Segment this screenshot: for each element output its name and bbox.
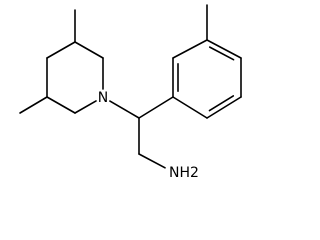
bond-p6-p1 bbox=[46, 41, 76, 59]
bond-p4-p5 bbox=[46, 96, 76, 114]
bond-n-p4 bbox=[74, 100, 97, 114]
bond-ch-a1 bbox=[138, 96, 174, 119]
bond-ch2-nh2 bbox=[138, 153, 166, 169]
bond-a6-a1 bbox=[172, 96, 208, 119]
bond-a5-a6-inner bbox=[208, 95, 235, 112]
bond-n-ch bbox=[109, 100, 140, 119]
label-layer: N NH2 bbox=[98, 90, 199, 181]
bond-a3-a4 bbox=[206, 39, 242, 59]
atom-label-n: N bbox=[98, 90, 108, 106]
atom-label-nh2: NH2 bbox=[169, 165, 199, 181]
molecule-structure: N NH2 bbox=[19, 4, 242, 181]
bond-a5-a6 bbox=[206, 96, 242, 119]
bond-a3-a4-inner bbox=[208, 46, 235, 61]
bond-p5-m2 bbox=[19, 96, 48, 114]
bond-p1-p2 bbox=[74, 41, 104, 59]
bond-a2-a3 bbox=[172, 39, 208, 59]
bond-layer bbox=[19, 4, 242, 169]
